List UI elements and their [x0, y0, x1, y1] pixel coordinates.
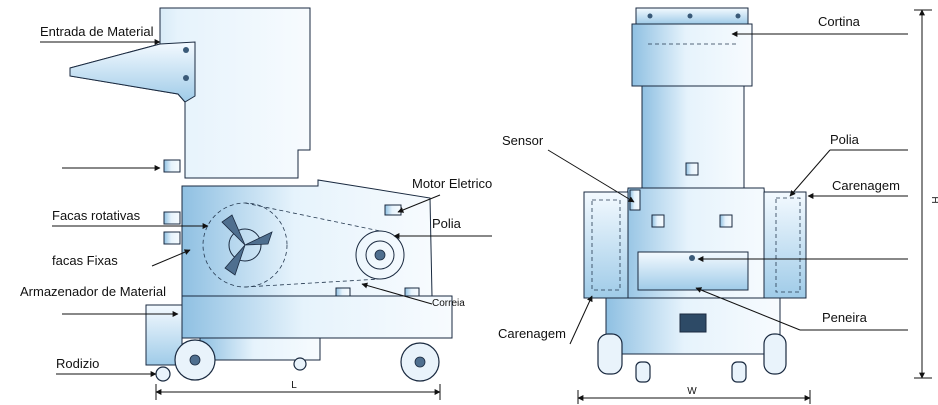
- belt: [244, 202, 381, 288]
- caster-wheel: [731, 361, 747, 383]
- dimension-w: W: [687, 386, 697, 397]
- label-carenagem-left: Carenagem: [498, 326, 566, 341]
- label-peneira: Peneira: [822, 310, 868, 325]
- front-view: Cortina Sensor Polia Carenagem Carenagem…: [498, 7, 938, 404]
- side-view: Entrada de Material Facas rotativas faca…: [20, 7, 492, 400]
- dimension-h: H: [929, 196, 938, 203]
- feed-chute: [69, 41, 196, 103]
- label-entrada: Entrada de Material: [40, 24, 154, 39]
- label-facas-rotativas: Facas rotativas: [52, 208, 141, 223]
- lower-cabinet: [181, 295, 453, 339]
- label-armazenador: Armazenador de Material: [20, 284, 166, 299]
- dimension-l: L: [291, 380, 297, 391]
- label-motor: Motor Eletrico: [412, 176, 492, 191]
- label-correia: Correia: [432, 298, 465, 309]
- label-facas-fixas: facas Fixas: [52, 253, 118, 268]
- label-sensor: Sensor: [502, 133, 544, 148]
- caster-wheel: [155, 366, 171, 382]
- side-cover-right: [763, 191, 807, 299]
- caster-wheel: [635, 361, 651, 383]
- label-carenagem-right: Carenagem: [832, 178, 900, 193]
- caster-wheel: [597, 333, 623, 375]
- label-polia-right: Polia: [830, 132, 860, 147]
- label-cortina: Cortina: [818, 14, 861, 29]
- label-rodizio: Rodizio: [56, 356, 99, 371]
- caster-wheel: [293, 357, 307, 371]
- rotor-blades: [221, 214, 273, 276]
- label-polia: Polia: [432, 216, 462, 231]
- caster-wheel: [763, 333, 787, 375]
- lower-stand: [199, 337, 321, 361]
- side-cover-left: [583, 191, 629, 299]
